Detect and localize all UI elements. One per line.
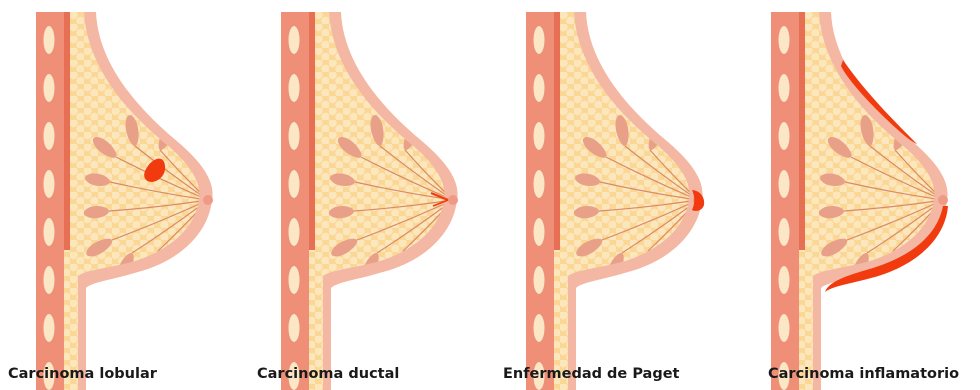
pectoral-line <box>799 12 805 250</box>
rib-4 <box>534 170 545 198</box>
panel-paget-disease: Enfermedad de Paget <box>490 0 735 390</box>
rib-6 <box>289 266 300 294</box>
rib-6 <box>44 266 55 294</box>
rib-5 <box>779 218 790 246</box>
pectoral-line <box>64 12 70 250</box>
rib-1 <box>779 26 790 54</box>
rib-4 <box>289 170 300 198</box>
breast-illustration-paget <box>490 0 735 390</box>
rib-7 <box>534 314 545 342</box>
breast-illustration-lobular <box>0 0 245 390</box>
rib-2 <box>534 74 545 102</box>
rib-2 <box>779 74 790 102</box>
rib-6 <box>534 266 545 294</box>
panel-ductal-carcinoma: Carcinoma ductal <box>245 0 490 390</box>
rib-3 <box>44 122 55 150</box>
rib-1 <box>44 26 55 54</box>
rib-7 <box>44 314 55 342</box>
nipple <box>938 195 948 205</box>
rib-1 <box>534 26 545 54</box>
panel-lobular-carcinoma: Carcinoma lobular <box>0 0 245 390</box>
rib-5 <box>44 218 55 246</box>
caption-ductal-carcinoma: Carcinoma ductal <box>257 366 502 382</box>
pectoral-line <box>309 12 315 250</box>
rib-5 <box>289 218 300 246</box>
caption-lobular-carcinoma: Carcinoma lobular <box>8 366 253 382</box>
rib-2 <box>44 74 55 102</box>
nipple <box>203 195 213 205</box>
caption-paget-disease: Enfermedad de Paget <box>503 366 748 382</box>
rib-3 <box>534 122 545 150</box>
rib-4 <box>44 170 55 198</box>
rib-6 <box>779 266 790 294</box>
rib-7 <box>289 314 300 342</box>
rib-1 <box>289 26 300 54</box>
rib-3 <box>779 122 790 150</box>
pectoral-line <box>554 12 560 250</box>
panel-inflammatory-carcinoma: Carcinoma inflamatorio <box>735 0 980 390</box>
rib-5 <box>534 218 545 246</box>
breast-illustration-inflammatory <box>735 0 980 390</box>
nipple <box>448 195 458 205</box>
rib-3 <box>289 122 300 150</box>
rib-2 <box>289 74 300 102</box>
rib-4 <box>779 170 790 198</box>
caption-inflammatory-carcinoma: Carcinoma inflamatorio <box>768 366 980 382</box>
rib-7 <box>779 314 790 342</box>
breast-illustration-ductal <box>245 0 490 390</box>
